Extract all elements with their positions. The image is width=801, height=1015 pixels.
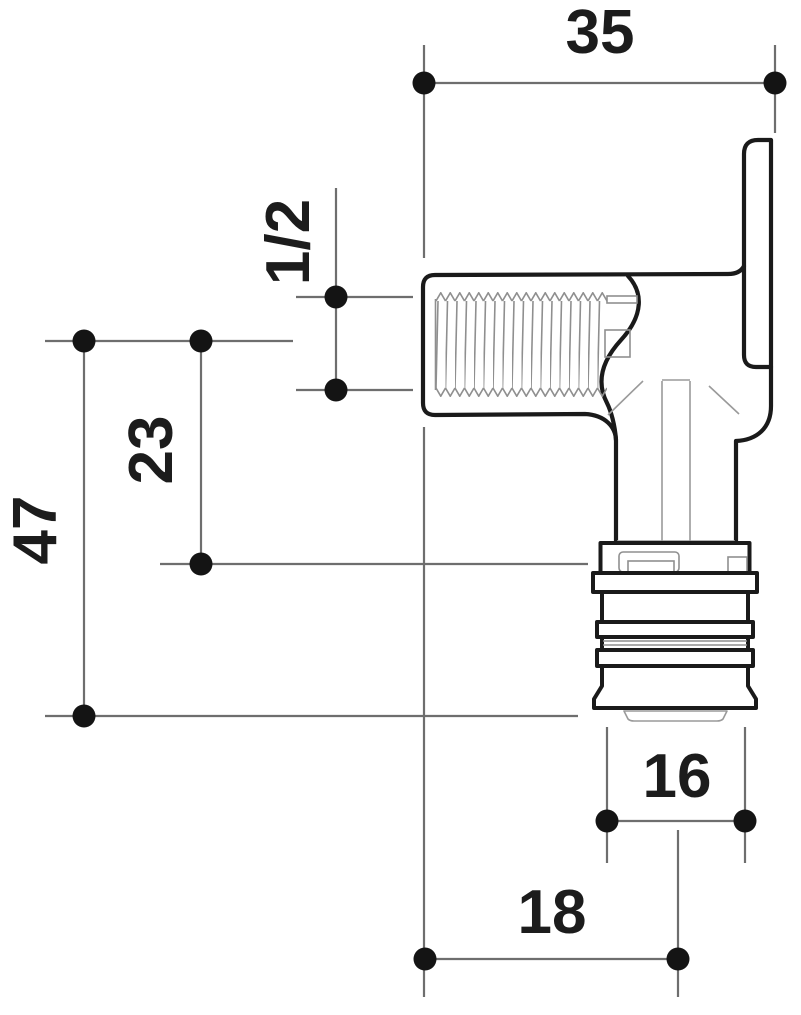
sleeve-ring bbox=[591, 571, 759, 594]
pipe-stop-tab bbox=[623, 710, 728, 722]
dim-label-16: 16 bbox=[643, 742, 712, 811]
dimension-labels: 35 1/2 23 47 16 18 bbox=[1, 0, 711, 947]
dim-dot bbox=[324, 285, 348, 309]
dim-dot bbox=[595, 809, 619, 833]
dim-label-47: 47 bbox=[1, 496, 70, 565]
dimension-markers bbox=[72, 71, 787, 971]
dim-dot bbox=[666, 947, 690, 971]
press-sleeve-connector bbox=[591, 541, 759, 722]
socket-bore-step bbox=[606, 295, 638, 304]
fitting-body bbox=[420, 137, 774, 546]
sleeve-groove-lines bbox=[603, 640, 747, 646]
wall-flange-edge bbox=[741, 263, 774, 370]
dim-dot bbox=[324, 378, 348, 402]
dim-dot bbox=[733, 809, 757, 833]
sleeve-rib-upper bbox=[595, 620, 755, 639]
dim-dot bbox=[72, 329, 96, 353]
chamfer-diagonal-right bbox=[708, 385, 740, 415]
dim-dot bbox=[189, 329, 213, 353]
dim-label-35: 35 bbox=[566, 0, 635, 67]
chamfer-diagonal-left bbox=[607, 380, 644, 416]
dim-label-18: 18 bbox=[518, 878, 587, 947]
dim-dot bbox=[412, 71, 436, 95]
dim-dot bbox=[763, 71, 787, 95]
dim-dot bbox=[413, 947, 437, 971]
thread-hatching bbox=[436, 292, 607, 397]
dim-label-23: 23 bbox=[117, 416, 186, 485]
sleeve-rib-lower bbox=[595, 648, 755, 668]
dim-label-half: 1/2 bbox=[254, 199, 323, 285]
dim-dot bbox=[189, 552, 213, 576]
socket-shoulder bbox=[604, 329, 631, 358]
dim-dot bbox=[72, 704, 96, 728]
sleeve-collar bbox=[598, 541, 752, 576]
